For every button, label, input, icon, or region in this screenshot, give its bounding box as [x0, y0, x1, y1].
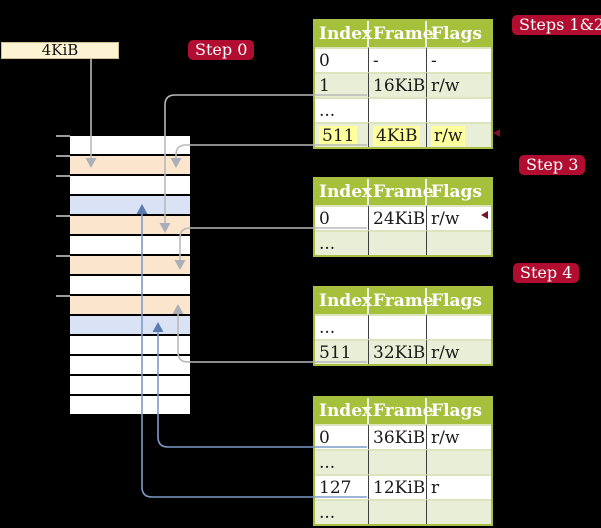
- frame-row: [70, 236, 190, 256]
- table-row: 0 36KiB r/w: [315, 424, 491, 449]
- col-header-index: Index: [315, 398, 372, 424]
- table-row: ...: [315, 230, 491, 255]
- frame-row: [70, 316, 190, 336]
- memory-stack: [70, 136, 190, 416]
- col-header-frame: Frame: [369, 288, 434, 314]
- table-row-highlighted: 511 4KiB r/w: [315, 122, 491, 147]
- ruler-tick: [56, 135, 70, 137]
- col-header-frame: Frame: [369, 398, 434, 424]
- cell-text: ...: [319, 317, 336, 338]
- table-row: 0 24KiB r/w: [315, 205, 491, 230]
- cell-text: ...: [319, 452, 336, 473]
- cell-text-highlight: r/w: [431, 125, 466, 146]
- col-header-flags: Flags: [427, 398, 491, 424]
- ruler-tick: [56, 155, 70, 157]
- ruler-tick: [56, 255, 70, 257]
- cell-text: r: [431, 477, 440, 498]
- step0-badge: Step 0: [188, 40, 255, 60]
- table-row: 511 32KiB r/w: [315, 339, 491, 364]
- cell-text: 32KiB: [373, 342, 426, 363]
- cell-text: ...: [319, 233, 336, 254]
- cell-text: r/w: [431, 75, 460, 96]
- page-size-box: 4KiB: [1, 42, 119, 59]
- table-header-row: Index Frame Flags: [315, 288, 491, 314]
- cell-text: 0: [319, 208, 330, 229]
- frame-row: [70, 396, 190, 416]
- frame-row: [70, 156, 190, 176]
- page-table-steps-1-2: Index Frame Flags 0 - - 1 16KiB r/w ... …: [313, 19, 493, 149]
- col-header-flags: Flags: [427, 21, 491, 47]
- steps-1-2-badge: Steps 1&2: [512, 15, 601, 35]
- cell-text: ...: [319, 502, 336, 523]
- table-header-row: Index Frame Flags: [315, 21, 491, 47]
- cell-text: 24KiB: [373, 208, 426, 229]
- frame-row: [70, 296, 190, 316]
- col-header-flags: Flags: [427, 179, 491, 205]
- table-row: ...: [315, 97, 491, 122]
- frame-row: [70, 276, 190, 296]
- frame-row: [70, 176, 190, 196]
- cell-text: ...: [319, 100, 336, 121]
- table-row: 0 - -: [315, 47, 491, 72]
- table-row: ...: [315, 314, 491, 339]
- cell-text: 511: [319, 342, 352, 363]
- table-header-row: Index Frame Flags: [315, 398, 491, 424]
- frame-row: [70, 196, 190, 216]
- cell-text: 36KiB: [373, 427, 426, 448]
- cell-text: 0: [319, 50, 330, 71]
- col-header-index: Index: [315, 179, 372, 205]
- ruler-tick: [56, 215, 70, 217]
- table-row: 1 16KiB r/w: [315, 72, 491, 97]
- table-row: 127 12KiB r: [315, 474, 491, 499]
- col-header-flags: Flags: [427, 288, 491, 314]
- cell-text: -: [431, 50, 437, 71]
- frame-row: [70, 136, 190, 156]
- frame-row: [70, 256, 190, 276]
- frame-row: [70, 376, 190, 396]
- step3-badge: Step 3: [519, 155, 586, 175]
- table-row: ...: [315, 499, 491, 524]
- cell-text: r/w: [431, 208, 460, 229]
- red-pointer-mark: [481, 211, 488, 219]
- page-table-leaf: Index Frame Flags 0 36KiB r/w ... 127 12…: [313, 396, 493, 526]
- cell-text: 0: [319, 427, 330, 448]
- page-table-step-4: Index Frame Flags ... 511 32KiB r/w: [313, 286, 493, 366]
- cell-text: r/w: [431, 342, 460, 363]
- frame-row: [70, 336, 190, 356]
- col-header-frame: Frame: [369, 179, 434, 205]
- ruler-tick: [56, 175, 70, 177]
- frame-row: [70, 356, 190, 376]
- page-table-step-3: Index Frame Flags 0 24KiB r/w ...: [313, 177, 493, 257]
- col-header-frame: Frame: [369, 21, 434, 47]
- ruler-tick: [56, 295, 70, 297]
- frame-row: [70, 216, 190, 236]
- cell-text: -: [373, 50, 379, 71]
- step4-badge: Step 4: [513, 263, 580, 283]
- cell-text: 16KiB: [373, 75, 426, 96]
- table-header-row: Index Frame Flags: [315, 179, 491, 205]
- table-row: ...: [315, 449, 491, 474]
- cell-text: r/w: [431, 427, 460, 448]
- cell-text-highlight: 511: [319, 125, 358, 146]
- red-pointer-mark: [493, 129, 500, 137]
- cell-text: 12KiB: [373, 477, 426, 498]
- cell-text: 1: [319, 75, 330, 96]
- col-header-index: Index: [315, 21, 372, 47]
- cell-text-highlight: 4KiB: [373, 125, 421, 146]
- col-header-index: Index: [315, 288, 372, 314]
- cell-text: 127: [319, 477, 352, 498]
